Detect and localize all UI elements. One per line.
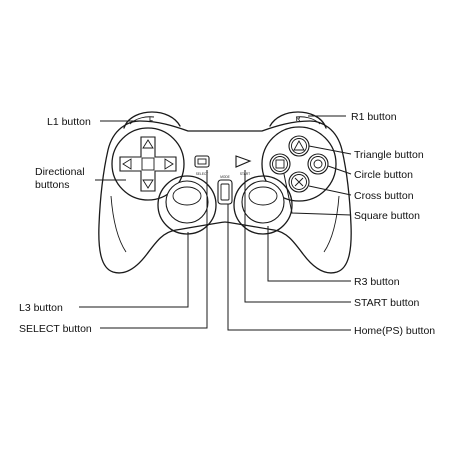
dpad-right-icon xyxy=(164,158,174,170)
label-square: Square button xyxy=(354,210,420,222)
mode-mark: MODE xyxy=(220,175,230,179)
label-r3: R3 button xyxy=(354,276,400,288)
cross-button[interactable] xyxy=(288,171,310,193)
square-button[interactable] xyxy=(269,153,291,175)
select-button[interactable] xyxy=(194,155,210,168)
label-cross: Cross button xyxy=(354,190,414,202)
callout-labels: L1 button R1 button Directional buttons … xyxy=(19,111,435,337)
start-button[interactable] xyxy=(235,155,252,168)
right-analog-stick-r3[interactable] xyxy=(233,175,293,235)
circle-button[interactable] xyxy=(307,153,329,175)
label-l3: L3 button xyxy=(19,302,63,314)
dpad-down-icon xyxy=(142,179,154,189)
circle-icon xyxy=(313,159,323,169)
label-r1: R1 button xyxy=(351,111,397,123)
dpad-left-icon xyxy=(122,158,132,170)
dpad-up-icon xyxy=(142,139,154,149)
home-ps-button[interactable] xyxy=(217,179,233,205)
label-select: SELECT button xyxy=(19,323,92,335)
triangle-icon xyxy=(293,140,305,151)
controller-body xyxy=(98,111,352,274)
square-icon xyxy=(275,159,285,169)
leader-lines xyxy=(79,115,352,331)
label-home-ps: Home(PS) button xyxy=(354,325,435,337)
triangle-button[interactable] xyxy=(288,135,310,157)
directional-pad[interactable] xyxy=(111,127,185,201)
label-directional-line1: Directional xyxy=(35,166,85,178)
label-start: START button xyxy=(354,297,420,309)
label-l1: L1 button xyxy=(47,116,91,128)
r-shoulder-mark: R xyxy=(296,117,301,123)
left-analog-stick-l3[interactable] xyxy=(157,175,217,235)
label-triangle: Triangle button xyxy=(354,149,424,161)
label-directional-line2: buttons xyxy=(35,179,69,191)
l-shoulder-mark: L xyxy=(149,117,153,123)
cross-icon xyxy=(294,177,304,187)
label-circle: Circle button xyxy=(354,169,413,181)
select-mark: SELECT xyxy=(196,172,208,176)
face-buttons-cluster xyxy=(261,126,337,202)
